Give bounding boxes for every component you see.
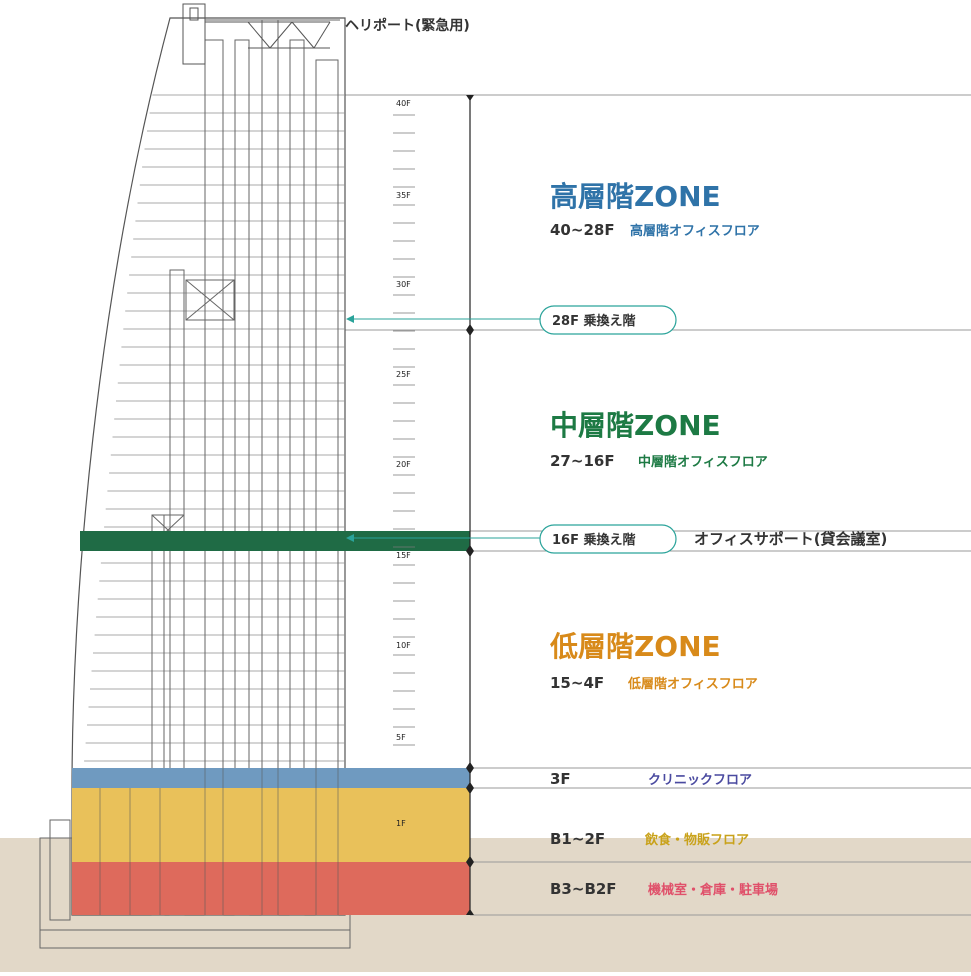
- zone-low-title: 低層階ZONE: [549, 630, 721, 663]
- floor-tick-label: 1F: [396, 819, 406, 828]
- row-b3-b2f-desc: 機械室・倉庫・駐車場: [648, 882, 778, 898]
- dimension-arrowhead: [466, 95, 474, 101]
- row-b1-2f-desc: 飲食・物販フロア: [644, 832, 749, 848]
- floor-tick-label: 5F: [396, 733, 406, 742]
- dimension-arrowhead: [466, 324, 474, 330]
- floor-tick-label: 40F: [396, 99, 411, 108]
- dimension-arrowhead: [466, 909, 474, 915]
- lower-shafts: [99, 768, 339, 915]
- transfer-16f: 16F 乗換え階 オフィスサポート(貸会議室): [346, 524, 887, 554]
- zone-high: 高層階ZONE 40~28F 高層階オフィスフロア: [550, 180, 760, 239]
- zone-low: 低層階ZONE 15~4F 低層階オフィスフロア: [549, 630, 758, 692]
- floor-tick-label: 25F: [396, 370, 411, 379]
- zone-mid-desc: 中層階オフィスフロア: [638, 454, 768, 470]
- transfer-16f-band: [80, 531, 470, 551]
- row-b3-b2f-label: B3~B2F: [550, 880, 617, 898]
- row-3f: 3F クリニックフロア: [550, 770, 752, 788]
- dimension-arrowhead: [466, 856, 474, 862]
- zone-mid-title: 中層階ZONE: [550, 409, 721, 442]
- zone-low-desc: 低層階オフィスフロア: [627, 676, 758, 692]
- arrow-left-icon: [346, 315, 354, 323]
- zone-high-desc: 高層階オフィスフロア: [630, 223, 760, 239]
- row-b1-2f: B1~2F 飲食・物販フロア: [550, 830, 749, 848]
- transfer-16f-label: 16F 乗換え階: [552, 532, 636, 548]
- dimension-arrowhead: [466, 788, 474, 794]
- floor-tick-column: 40F 35F 30F 25F 20F 15F 10F 5F 1F: [393, 99, 415, 828]
- row-b1-2f-label: B1~2F: [550, 830, 605, 848]
- arrow-left-icon: [346, 534, 354, 542]
- dimension-ticks: [466, 95, 474, 915]
- floor-tick-label: 30F: [396, 280, 411, 289]
- zone-mid: 中層階ZONE 27~16F 中層階オフィスフロア: [550, 409, 768, 470]
- floor-tick-label: 10F: [396, 641, 411, 650]
- dimension-arrowhead: [466, 762, 474, 768]
- dimension-arrowhead: [466, 768, 474, 774]
- row-3f-label: 3F: [550, 770, 571, 788]
- zone-high-title: 高層階ZONE: [550, 180, 721, 213]
- zone-high-range: 40~28F: [550, 221, 615, 239]
- floor-tick-label: 20F: [396, 460, 411, 469]
- transfer-16f-pill: [539, 524, 677, 554]
- transfer-28f-pill: [539, 305, 677, 335]
- dimension-arrowhead: [466, 551, 474, 557]
- clinic-band: [72, 768, 470, 788]
- transfer-28f-label: 28F 乗換え階: [552, 313, 636, 329]
- heliport-structure: [182, 3, 331, 65]
- row-3f-desc: クリニックフロア: [648, 773, 752, 788]
- zone-low-range: 15~4F: [550, 674, 604, 692]
- floor-tick-label: 15F: [396, 551, 411, 560]
- zone-mid-range: 27~16F: [550, 452, 615, 470]
- heliport-label: ヘリポート(緊急用): [345, 17, 470, 34]
- retail-band: [72, 788, 470, 862]
- floor-tick-label: 35F: [396, 191, 411, 200]
- transfer-28f: 28F 乗換え階: [346, 305, 677, 335]
- dimension-arrowhead: [466, 545, 474, 551]
- dimension-arrowhead: [466, 782, 474, 788]
- dimension-arrowhead: [466, 330, 474, 336]
- dimension-arrowhead: [466, 862, 474, 868]
- basement-band: [72, 862, 470, 915]
- office-support-label: オフィスサポート(貸会議室): [694, 530, 887, 548]
- row-b3-b2f: B3~B2F 機械室・倉庫・駐車場: [550, 880, 778, 898]
